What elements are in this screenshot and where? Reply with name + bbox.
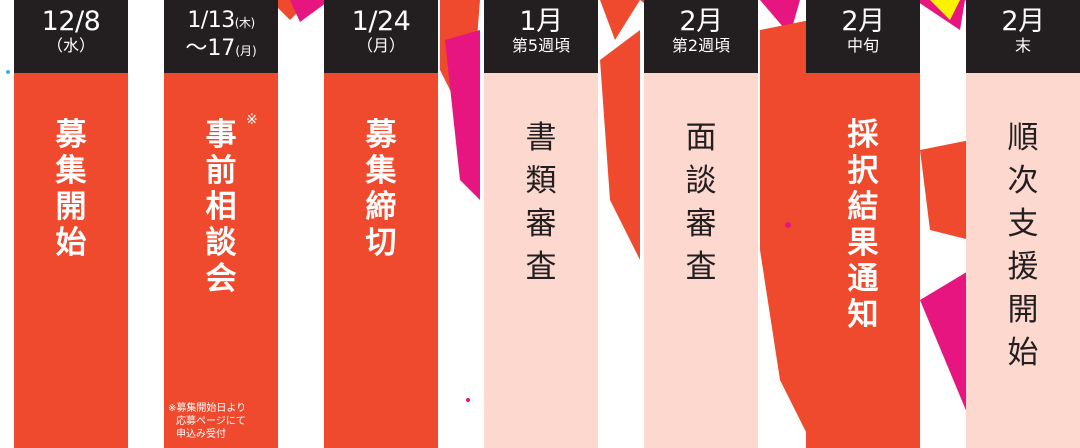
red-burst-shape [920, 140, 970, 240]
step-body [324, 73, 438, 448]
step-label: 募 集 締 切 [365, 117, 397, 261]
step-recruitment-start: 12/8 （水） 募 集 開 始 [14, 0, 128, 448]
step-label: 書 類 審 査 [525, 120, 557, 285]
step-body [484, 73, 598, 448]
step-label: 順 次 支 援 開 始 [1007, 120, 1039, 371]
yellow-burst-shape [930, 0, 960, 20]
step-date: 1/13(木) ～17(月) [164, 0, 278, 73]
step-pre-consultation: 1/13(木) ～17(月) 事 前 相 談 会 ※ ※募集開始日より 応募ペー… [164, 0, 278, 448]
red-burst-shape [760, 20, 810, 440]
step-label: 事 前 相 談 会 [205, 117, 237, 297]
step-body [644, 73, 758, 448]
step-support-start: 2月 末 順 次 支 援 開 始 [966, 0, 1080, 448]
magenta-burst-shape [920, 270, 970, 420]
dot [785, 222, 791, 228]
dot [6, 70, 10, 74]
step-date: 1月 第5週頃 [484, 0, 598, 73]
note-mark: ※ [246, 112, 258, 128]
footnote: ※募集開始日より 応募ページにて 申込み受付 [168, 403, 247, 440]
step-date: 12/8 （水） [14, 0, 128, 73]
step-body [966, 73, 1080, 448]
step-date: 1/24 （月） [324, 0, 438, 73]
red-burst-shape [600, 0, 640, 40]
step-date: 2月 末 [966, 0, 1080, 73]
step-label: 募 集 開 始 [55, 117, 87, 261]
step-interview-review: 2月 第2週頃 面 談 審 査 [644, 0, 758, 448]
step-result-notice: 2月 中旬 採 択 結 果 通 知 [806, 0, 920, 448]
step-label: 採 択 結 果 通 知 [847, 117, 879, 333]
step-label: 面 談 審 査 [685, 120, 717, 285]
red-burst-shape [600, 30, 640, 260]
magenta-burst-shape [290, 0, 330, 22]
step-body [14, 73, 128, 448]
step-recruitment-close: 1/24 （月） 募 集 締 切 [324, 0, 438, 448]
step-body [806, 73, 920, 448]
step-document-review: 1月 第5週頃 書 類 審 査 [484, 0, 598, 448]
step-date: 2月 中旬 [806, 0, 920, 73]
step-date: 2月 第2週頃 [644, 0, 758, 73]
step-body [164, 73, 278, 448]
dot [466, 398, 470, 402]
magenta-burst-shape [445, 30, 480, 200]
